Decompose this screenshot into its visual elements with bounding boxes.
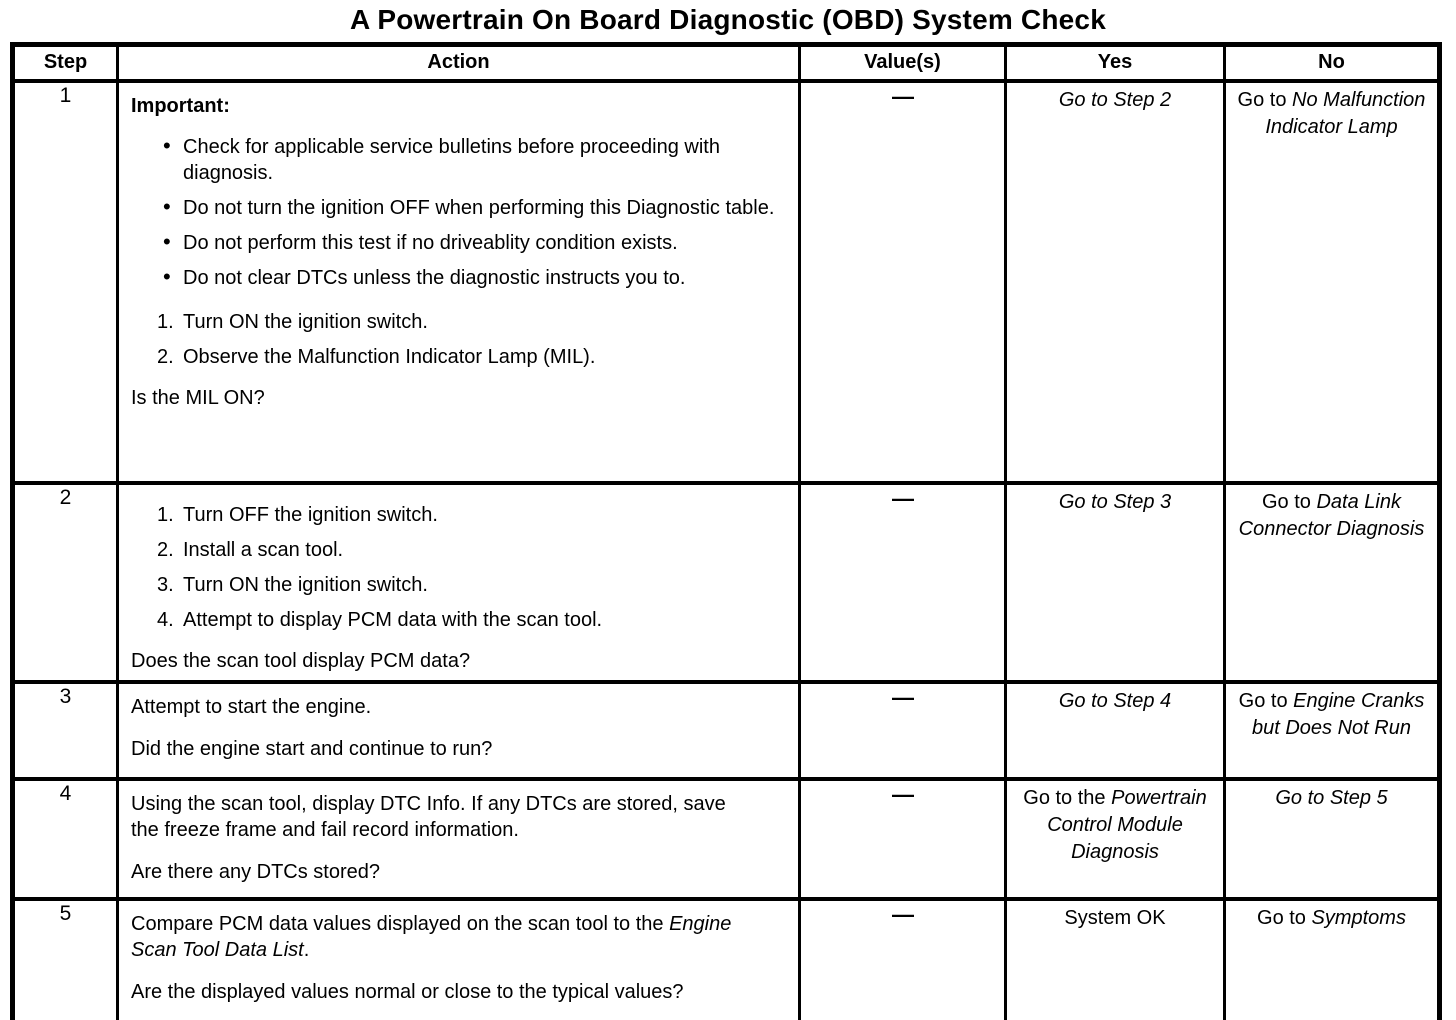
action-paragraph: Using the scan tool, display DTC Info. I…: [131, 792, 726, 841]
action-cell: Attempt to start the engine. Did the engi…: [116, 679, 801, 781]
column-header-step: Step: [11, 42, 119, 83]
action-question: Is the MIL ON?: [131, 386, 265, 409]
action-content: Using the scan tool, display DTC Info. I…: [119, 781, 798, 891]
step-cell: 3: [11, 679, 119, 781]
yes-cell: Go to Step 3: [1004, 480, 1226, 684]
values-cell: —: [798, 78, 1007, 485]
values-cell: —: [798, 896, 1007, 1020]
italic-reference: Go to Step 3: [1058, 490, 1172, 513]
action-content: Important: Check for applicable service b…: [119, 83, 798, 417]
italic-reference: Data Link Connector Diagnosis: [1238, 490, 1425, 540]
action-question: Are the displayed values normal or close…: [131, 980, 684, 1003]
action-question: Did the engine start and continue to run…: [131, 737, 493, 760]
italic-reference: Engine Cranks but Does Not Run: [1252, 689, 1425, 739]
numbered-item: Turn ON the ignition switch.: [157, 309, 428, 335]
italic-reference: No Malfunction Indicator Lamp: [1265, 88, 1426, 138]
column-header-no: No: [1223, 42, 1441, 83]
yes-cell: Go to Step 4: [1004, 679, 1226, 781]
no-cell: Go to Step 5: [1223, 776, 1441, 901]
bullet-item: Do not turn the ignition OFF when perfor…: [131, 194, 788, 221]
column-header-yes: Yes: [1004, 42, 1226, 83]
page-title: A Powertrain On Board Diagnostic (OBD) S…: [350, 4, 1106, 35]
no-cell: Go to Data Link Connector Diagnosis: [1223, 480, 1441, 684]
action-steps: Turn OFF the ignition switch. Install a s…: [131, 493, 788, 642]
bullet-item: Do not clear DTCs unless the diagnostic …: [131, 264, 788, 291]
step-cell: 5: [11, 896, 119, 1020]
action-cell: Using the scan tool, display DTC Info. I…: [116, 776, 801, 901]
values-cell: —: [798, 480, 1007, 684]
numbered-item: Turn ON the ignition switch.: [157, 572, 428, 598]
action-question: Are there any DTCs stored?: [131, 860, 380, 883]
column-header-values: Value(s): [798, 42, 1007, 83]
no-cell: Go to Engine Cranks but Does Not Run: [1223, 679, 1441, 781]
step-cell: 4: [11, 776, 119, 901]
action-question: Does the scan tool display PCM data?: [131, 649, 471, 672]
yes-cell: System OK: [1004, 896, 1226, 1020]
table-row: 3 Attempt to start the engine. Did the eng…: [11, 679, 1441, 781]
numbered-item: Attempt to display PCM data with the sca…: [157, 607, 603, 633]
italic-reference: Go to Step 4: [1058, 689, 1172, 712]
action-steps: Turn ON the ignition switch. Observe the …: [131, 300, 788, 379]
italic-reference: Go to Step 2: [1058, 88, 1172, 111]
action-cell: Important: Check for applicable service b…: [116, 78, 801, 485]
italic-reference: Engine Scan Tool Data List: [131, 912, 732, 961]
no-cell: Go to Symptoms: [1223, 896, 1441, 1020]
action-content: Compare PCM data values displayed on the…: [119, 901, 798, 1011]
yes-cell: Go to the Powertrain Control Module Diag…: [1004, 776, 1226, 901]
action-cell: Compare PCM data values displayed on the…: [116, 896, 801, 1020]
italic-reference: Go to Step 5: [1275, 786, 1388, 809]
numbered-item: Install a scan tool.: [157, 537, 344, 563]
header-row: Step Action Value(s) Yes No: [11, 42, 1441, 83]
step-cell: 2: [11, 480, 119, 684]
table-row: 1 Important: Check for applicable service …: [11, 78, 1441, 485]
numbered-item: Observe the Malfunction Indicator Lamp (…: [157, 344, 596, 370]
bullet-item: Do not perform this test if no driveabli…: [131, 229, 788, 256]
table-row: 2 Turn OFF the ignition switch. Install a …: [11, 480, 1441, 684]
action-content: Turn OFF the ignition switch. Install a s…: [119, 485, 798, 680]
action-bullets: Check for applicable service bulletins b…: [131, 125, 788, 300]
no-cell: Go to No Malfunction Indicator Lamp: [1223, 78, 1441, 485]
italic-reference: Symptoms: [1311, 906, 1406, 929]
step-cell: 1: [11, 78, 119, 485]
action-heading: Important:: [131, 94, 230, 117]
diagnostic-table: Step Action Value(s) Yes No 1 Important: C…: [10, 42, 1442, 1020]
values-cell: —: [798, 679, 1007, 781]
action-paragraph: Compare PCM data values displayed on the…: [131, 912, 732, 961]
column-header-action: Action: [116, 42, 801, 83]
action-cell: Turn OFF the ignition switch. Install a s…: [116, 480, 801, 684]
italic-reference: Powertrain Control Module Diagnosis: [1047, 786, 1207, 863]
action-paragraph: Attempt to start the engine.: [131, 695, 372, 718]
yes-cell: Go to Step 2: [1004, 78, 1226, 485]
values-cell: —: [798, 776, 1007, 901]
bullet-item: Check for applicable service bulletins b…: [131, 133, 788, 186]
action-content: Attempt to start the engine. Did the engi…: [119, 684, 798, 768]
numbered-item: Turn OFF the ignition switch.: [157, 502, 438, 528]
